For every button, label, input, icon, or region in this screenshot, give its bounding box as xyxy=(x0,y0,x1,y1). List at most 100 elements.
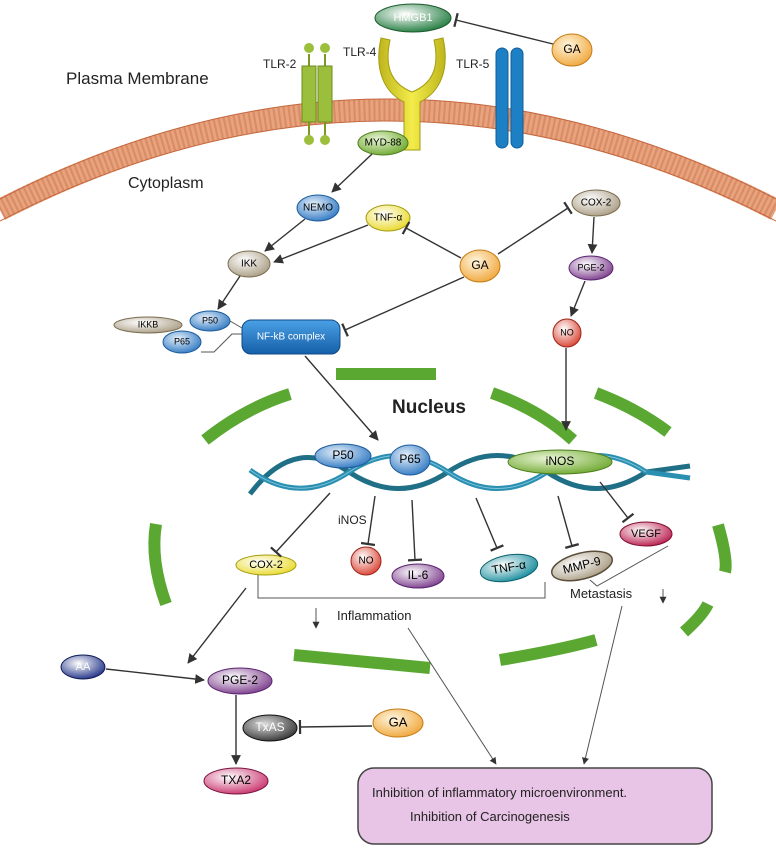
ga-mid-node: GA xyxy=(459,249,501,283)
svg-text:P65: P65 xyxy=(174,336,190,346)
ga-top-node: GA xyxy=(551,33,593,67)
svg-text:GA: GA xyxy=(563,42,580,56)
ikk-node: IKK xyxy=(227,250,271,278)
dna-to-vegf-edge xyxy=(599,481,635,524)
nfkb-to-dna-edge xyxy=(304,355,379,441)
svg-text:NO: NO xyxy=(359,556,374,567)
svg-text:PGE-2: PGE-2 xyxy=(577,262,604,272)
ga-inhibits-nfkb-edge xyxy=(341,276,465,337)
pge2-to-no-edge xyxy=(569,280,586,317)
txas-node: TxAS xyxy=(242,714,298,742)
p65-cyto-node: P65 xyxy=(162,330,202,354)
aa-node: AA xyxy=(60,654,106,680)
tlr5-receptor xyxy=(495,47,524,149)
cox2-cyto-node: COX-2 xyxy=(571,189,621,217)
metastasis-bracket xyxy=(589,545,669,587)
metastasis-to-outcome-edge xyxy=(582,605,623,765)
dna-to-tnf-edge xyxy=(475,497,504,552)
svg-text:VEGF: VEGF xyxy=(631,528,661,540)
inos-dna-node: iNOS xyxy=(507,449,613,475)
inos-label: iNOS xyxy=(338,513,367,527)
p65-nuc-node: P65 xyxy=(389,444,431,476)
nuclear-envelope xyxy=(148,368,732,674)
nfkb-complex-node: NF-kB complex xyxy=(241,319,341,355)
hmgb1-node: HMGB1 xyxy=(374,3,452,33)
dna-to-cox2-edge xyxy=(270,492,331,558)
nemo-node: NEMO xyxy=(296,194,340,222)
svg-text:IKKB: IKKB xyxy=(138,319,159,329)
tlr5-label: TLR-5 xyxy=(456,57,490,71)
vegf-node: VEGF xyxy=(619,521,673,547)
svg-text:COX-2: COX-2 xyxy=(249,559,283,571)
svg-text:P65: P65 xyxy=(399,452,421,466)
tnf-to-ikk-edge xyxy=(273,224,369,264)
svg-text:HMGB1: HMGB1 xyxy=(393,12,432,24)
svg-text:TNF-α: TNF-α xyxy=(491,557,527,577)
myd88-to-nemo-edge xyxy=(331,153,373,193)
cox2-nuc-node: COX-2 xyxy=(235,554,297,576)
dna-helix xyxy=(248,453,691,496)
p65-to-nfkb-link xyxy=(201,333,242,353)
ikk-to-p50-edge xyxy=(217,275,241,310)
outcome-box: Inhibition of inflammatory microenvironm… xyxy=(357,767,713,845)
nucleus-label: Nucleus xyxy=(392,397,466,418)
tlr4-receptor xyxy=(378,37,446,151)
aa-to-pge2-edge xyxy=(105,668,205,684)
tnf-nuc-node: TNF-α xyxy=(479,553,539,583)
svg-text:NO: NO xyxy=(560,327,574,337)
ga-inhibits-cox2-edge xyxy=(497,201,573,255)
svg-text:MYD-88: MYD-88 xyxy=(365,138,402,149)
pge2-low-node: PGE-2 xyxy=(207,667,273,695)
txa2-node: TXA2 xyxy=(203,767,269,795)
svg-text:TxAS: TxAS xyxy=(255,720,284,734)
outcome-line1: Inhibition of inflammatory microenvironm… xyxy=(372,785,627,800)
svg-text:NEMO: NEMO xyxy=(303,203,333,214)
cox2-to-pge2-edge xyxy=(587,216,598,254)
svg-text:PGE-2: PGE-2 xyxy=(222,673,258,687)
tnf-cyto-node: TNF-α xyxy=(365,204,411,232)
svg-text:AA: AA xyxy=(76,661,91,673)
p50-nuc-node: P50 xyxy=(314,443,372,469)
inflammation-bracket xyxy=(257,575,546,599)
tlr2-receptor xyxy=(301,43,333,145)
dna-to-il6-edge xyxy=(407,499,423,562)
plasma-membrane-label: Plasma Membrane xyxy=(66,69,209,88)
mmp9-node: MMP-9 xyxy=(551,550,613,582)
pge2-cyto-node: PGE-2 xyxy=(568,255,614,281)
svg-text:GA: GA xyxy=(389,714,408,729)
svg-text:COX-2: COX-2 xyxy=(581,198,612,209)
inflammation-label: Inflammation xyxy=(337,608,411,623)
plasma-membrane xyxy=(0,98,776,222)
p50-to-nfkb-link xyxy=(229,320,243,329)
svg-text:TNF-α: TNF-α xyxy=(374,213,403,224)
ga-inhibits-hmgb1-edge xyxy=(453,12,554,45)
no-nuc-node: NO xyxy=(350,546,382,576)
ikkb-node: IKKB xyxy=(113,316,183,334)
dna-to-no-edge xyxy=(360,495,376,547)
cox2-to-pge2-low-edge xyxy=(187,587,247,664)
svg-text:P50: P50 xyxy=(202,315,218,325)
tlr4-label: TLR-4 xyxy=(343,45,377,59)
outcome-line2: Inhibition of Carcinogenesis xyxy=(410,809,570,824)
svg-text:GA: GA xyxy=(471,258,488,272)
svg-text:P50: P50 xyxy=(332,448,354,462)
svg-text:TXA2: TXA2 xyxy=(221,773,251,787)
dna-to-mmp9-edge xyxy=(557,495,580,549)
no-cyto-node: NO xyxy=(552,318,582,348)
svg-text:iNOS: iNOS xyxy=(546,454,575,468)
il6-node: IL-6 xyxy=(391,563,445,589)
nemo-to-ikk-edge xyxy=(264,218,306,252)
ga-inhibits-txas-edge xyxy=(298,719,373,735)
svg-text:IL-6: IL-6 xyxy=(408,568,429,582)
svg-text:NF-kB complex: NF-kB complex xyxy=(257,332,325,343)
myd88-node: MYD-88 xyxy=(357,130,409,156)
p50-cyto-node: P50 xyxy=(189,310,231,332)
cytoplasm-label: Cytoplasm xyxy=(128,175,204,192)
ga-inhibits-tnf-edge xyxy=(401,221,462,259)
svg-text:IKK: IKK xyxy=(241,259,257,270)
ga-low-node: GA xyxy=(372,708,424,738)
metastasis-label: Metastasis xyxy=(570,586,633,601)
tlr2-label: TLR-2 xyxy=(263,57,297,71)
inflammation-to-outcome-edge xyxy=(407,627,497,765)
